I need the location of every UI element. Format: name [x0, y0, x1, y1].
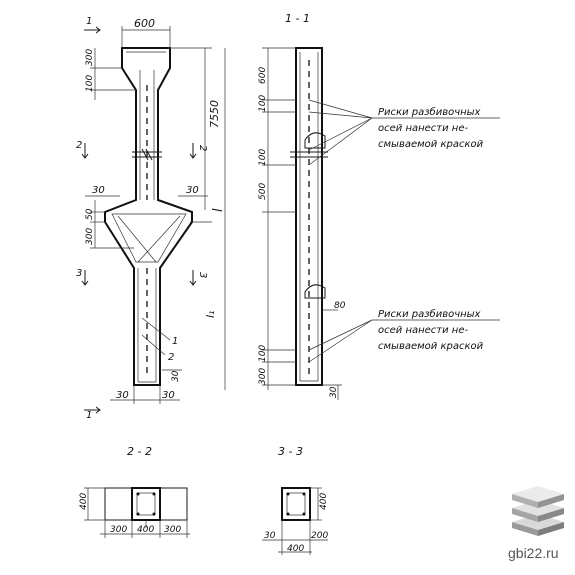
svg-text:200: 200 — [311, 531, 328, 541]
svg-text:Риски разбивочных: Риски разбивочных — [378, 106, 481, 118]
svg-text:500: 500 — [258, 183, 268, 200]
svg-text:100: 100 — [258, 95, 268, 112]
svg-text:3: 3 — [197, 272, 208, 278]
svg-text:1: 1 — [86, 16, 92, 27]
svg-text:30: 30 — [264, 531, 276, 541]
svg-text:400: 400 — [319, 493, 329, 510]
svg-text:30: 30 — [171, 370, 181, 382]
svg-text:50: 50 — [85, 208, 95, 220]
svg-text:600: 600 — [258, 67, 268, 84]
svg-text:2: 2 — [76, 140, 82, 151]
svg-text:30: 30 — [116, 390, 129, 401]
view-title-3-3: 3 - 3 — [278, 445, 303, 458]
note-lower: Риски разбивочных осей нанести не- смыва… — [372, 308, 500, 352]
note-upper: Риски разбивочных осей нанести не- смыва… — [372, 106, 500, 150]
watermark-text: gbi22.ru — [508, 545, 559, 561]
watermark: gbi22.ru — [508, 486, 564, 561]
section-3-3: 3 - 3 400 30 200 400 — [262, 445, 329, 555]
svg-text:400: 400 — [287, 544, 304, 554]
svg-text:80: 80 — [334, 301, 346, 311]
svg-text:300: 300 — [258, 368, 268, 385]
front-elevation: 1 2 — [104, 47, 193, 386]
section-2-2: 2 - 2 400 300 400 300 — [79, 445, 190, 538]
svg-text:100: 100 — [258, 345, 268, 362]
svg-text:600: 600 — [134, 17, 155, 30]
svg-text:30: 30 — [329, 386, 339, 398]
svg-text:смываемой краской: смываемой краской — [378, 139, 484, 150]
svg-text:300: 300 — [85, 49, 95, 66]
dim-overall: 7550 l l₁ — [168, 47, 226, 390]
svg-text:400: 400 — [137, 525, 154, 535]
dim-600: 600 — [121, 17, 171, 48]
svg-text:30: 30 — [162, 390, 175, 401]
svg-text:300: 300 — [110, 525, 127, 535]
svg-text:смываемой краской: смываемой краской — [378, 341, 484, 352]
dim-bottom: 30 30 30 — [110, 369, 182, 404]
svg-text:300: 300 — [164, 525, 181, 535]
svg-text:2: 2 — [197, 145, 208, 151]
svg-text:l₁: l₁ — [204, 311, 217, 318]
section-markers: 1 1 2 2 3 3 — [76, 16, 208, 421]
svg-text:3: 3 — [76, 268, 82, 279]
svg-text:30: 30 — [92, 185, 105, 196]
view-title-2-2: 2 - 2 — [127, 445, 152, 458]
item-label-1: 1 — [172, 336, 178, 347]
svg-text:l: l — [211, 208, 226, 212]
view-title-1-1: 1 - 1 — [285, 12, 310, 25]
dim-left: 300 100 50 300 30 30 — [85, 48, 208, 249]
svg-text:осей нанести не-: осей нанести не- — [378, 325, 468, 336]
svg-text:100: 100 — [258, 149, 268, 166]
stacked-slabs-icon — [512, 486, 564, 536]
svg-text:Риски разбивочных: Риски разбивочных — [378, 308, 481, 320]
item-label-2: 2 — [168, 352, 174, 363]
svg-text:7550: 7550 — [208, 100, 221, 128]
svg-text:300: 300 — [85, 228, 95, 245]
svg-text:30: 30 — [186, 185, 199, 196]
svg-text:400: 400 — [79, 493, 89, 510]
side-view-1-1: 1 - 1 80 600 100 100 500 100 300 30 — [258, 12, 373, 400]
svg-text:осей нанести не-: осей нанести не- — [378, 123, 468, 134]
svg-text:1: 1 — [86, 410, 92, 421]
svg-text:100: 100 — [85, 75, 95, 92]
